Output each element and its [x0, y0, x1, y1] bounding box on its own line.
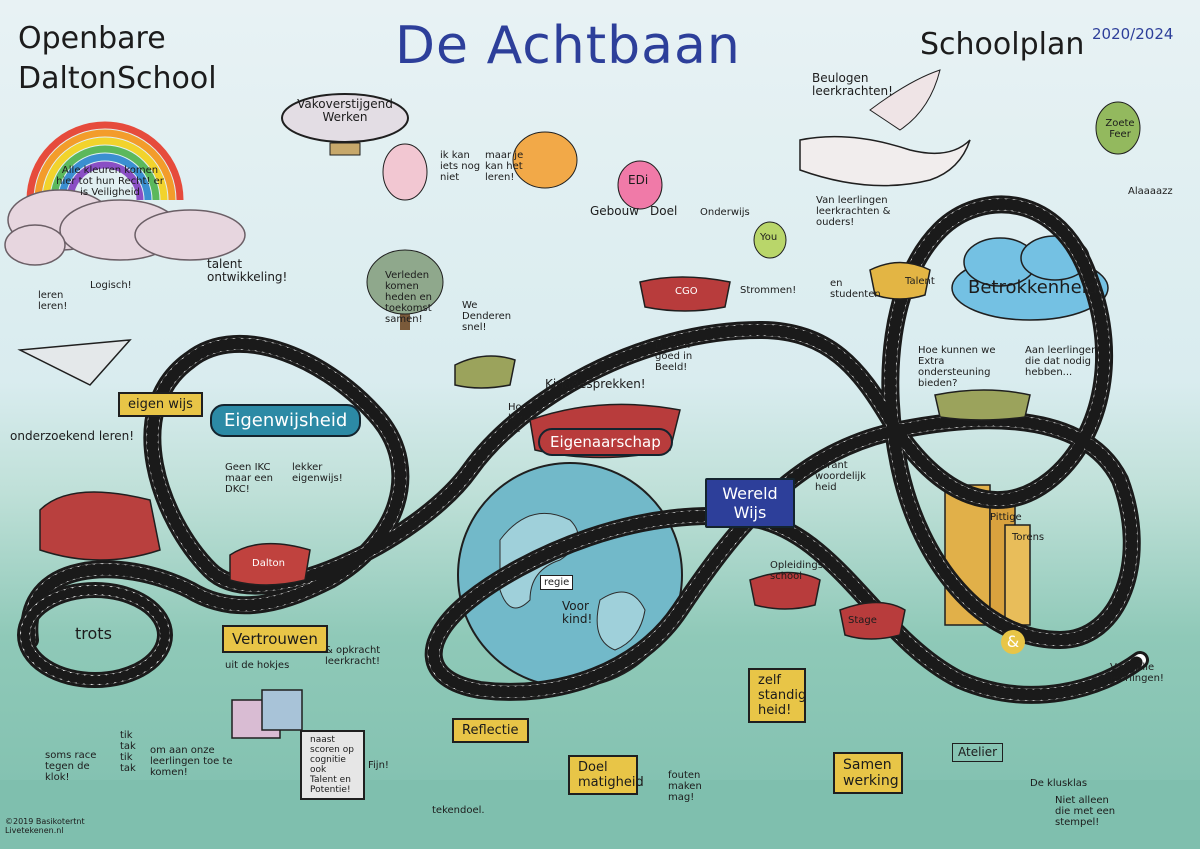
car-left	[39, 491, 161, 561]
label-doelen-in-beeld: Doelen goed in Beeld!	[655, 340, 693, 373]
label-om-aan: om aan onze leerlingen toe te komen!	[150, 745, 233, 778]
sign-vertrouwen: Vertrouwen	[222, 625, 328, 653]
sign-doelmatigheid: Doel matigheid	[568, 755, 644, 795]
label-dalton-car: Dalton	[252, 558, 285, 569]
label-uit-de-hokjes: uit de hokjes	[225, 660, 290, 671]
label-regie: regie	[540, 575, 574, 590]
label-opkracht: & opkracht leerkracht!	[325, 645, 381, 667]
balloon-icon	[382, 101, 1141, 259]
sign-naast-scoren: naast scoren op cognitie ook Talent en P…	[300, 730, 365, 800]
label-fouten-maken: fouten maken mag!	[668, 770, 702, 803]
label-logisch: Logisch!	[90, 280, 132, 291]
label-pittige: Pittige	[990, 512, 1022, 523]
label-talent-ontwikkeling: talent ontwikkeling!	[207, 257, 288, 285]
label-eigenaarschap: Eigenaarschap	[538, 428, 673, 456]
bird-icon	[799, 69, 971, 187]
label-talent-car: Talent	[905, 276, 935, 287]
label-gebouw: Gebouw	[590, 204, 640, 218]
rainbow-icon	[26, 121, 184, 201]
label-onderwijs: Onderwijs	[700, 207, 750, 218]
car-opleiding	[749, 571, 821, 610]
label-aan-leerlingen: Aan leerlingen die dat nodig hebben...	[1025, 345, 1098, 378]
label-alaaaa: Alaaaazz	[1128, 186, 1173, 197]
blimp-icon	[281, 93, 409, 156]
car-cgo	[639, 276, 731, 312]
sign-reflectie: Reflectie	[452, 718, 529, 743]
label-leren-leren: leren leren!	[38, 290, 68, 312]
sign-zelfstandigheid: zelf standig heid!	[748, 668, 806, 723]
label-torens: Torens	[1012, 532, 1045, 543]
label-beulogen-leerkrachten: Beulogen leerkrachten!	[812, 71, 893, 99]
label-hoe-kunnen: Hoe kunnen we Extra ondersteuning bieden…	[918, 345, 996, 389]
label-klusklas: De klusklas	[1030, 778, 1088, 789]
blimp-label: Vakoverstijgend Werken	[297, 97, 393, 125]
coaster-cars	[39, 261, 1031, 640]
label-en-studenten: en studenten	[830, 278, 881, 300]
car-talent	[869, 261, 931, 300]
label-voor-kind: Voor kind!	[562, 599, 593, 627]
label-hoe-leer-ik: Hoe leer ik?	[508, 402, 528, 435]
label-tekendoel: tekendoel.	[432, 805, 485, 816]
rainbow-text: Alle kleuren komen hier tot hun Recht! e…	[56, 165, 164, 198]
label-van-leerlingen: Van leerlingen leerkrachten & ouders!	[816, 195, 891, 228]
balloon-text-edi: EDi	[628, 173, 649, 187]
label-doel: Doel	[650, 204, 678, 218]
school-name-line2: DaltonSchool	[18, 61, 217, 96]
betrokkenheid-cloud	[951, 235, 1109, 321]
label-soms-race: soms race tegen de klok!	[45, 750, 97, 783]
boxes-icon	[231, 689, 303, 739]
label-niet-alleen: Niet alleen die met een stempel!	[1055, 795, 1116, 828]
paper-plane-icon	[17, 339, 132, 386]
label-fijn: Fijn!	[368, 760, 389, 771]
car-green	[454, 355, 516, 389]
label-geen-ikc: Geen IKC maar een DKC!	[225, 462, 273, 495]
label-kindgesprekken: Kindgesprekken!	[545, 377, 646, 391]
sign-samenwerking: Samen werking	[833, 752, 903, 794]
balloon-text-zoete: Zoete Feer	[1105, 118, 1135, 140]
label-verleden: Verleden komen heden en toekomst samen!	[385, 270, 432, 325]
label-stroomen: Strommen!	[740, 285, 797, 296]
label-verantwoordelijkheid: Verant woordelijk heid	[815, 460, 866, 493]
tree-icon	[366, 249, 444, 330]
label-voor-alle: Voor Alle leerlingen!	[1110, 662, 1164, 684]
page-title: De Achtbaan	[395, 16, 741, 76]
label-onderzoekend-leren: onderzoekend leren!	[10, 429, 135, 443]
label-trots: trots	[75, 624, 112, 643]
coaster-track	[17, 195, 1149, 704]
label-cgo: CGO	[675, 286, 698, 297]
label-ampersand: &	[1001, 630, 1025, 654]
balloon-text-ik-kan: ik kan iets nog niet	[440, 150, 481, 183]
label-wereldwijs: Wereld Wijs	[705, 478, 795, 528]
label-stage: Stage	[848, 615, 877, 626]
cloud-icon	[4, 189, 246, 266]
label-lekker: lekker eigenwijs!	[292, 462, 343, 484]
balloon-text-you: You	[760, 232, 778, 243]
label-opleidingsschool: Opleidings school	[770, 560, 823, 582]
schoolplan-title: Schoolplan	[920, 27, 1085, 62]
label-betrokkenheid: Betrokkenheid	[968, 277, 1099, 298]
balloon-text-maar-je: maar je kan het leren!	[485, 150, 524, 183]
label-tik-tak: tik tak tik tak	[120, 730, 136, 774]
label-atelier: Atelier	[952, 743, 1004, 763]
car-stage	[839, 601, 906, 640]
label-eigenwijsheid: Eigenwijsheid	[210, 404, 362, 437]
years-label: 2020/2024	[1092, 25, 1174, 43]
credit: ©2019 Basikotertnt Livetekenen.nl	[5, 817, 85, 835]
car-support	[934, 389, 1031, 421]
car-dalton	[229, 542, 311, 586]
sign-eigen-wijs: eigen wijs	[118, 392, 203, 417]
label-we-denderen: We Denderen snel!	[462, 300, 512, 333]
school-name-line1: Openbare	[18, 21, 166, 56]
